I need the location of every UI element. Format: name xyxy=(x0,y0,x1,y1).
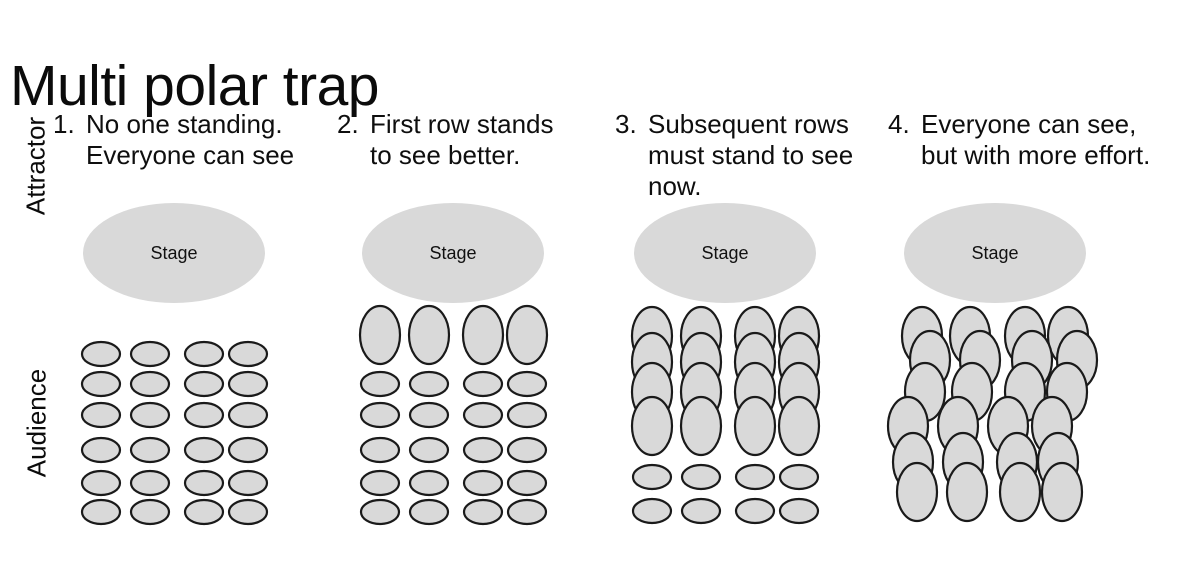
audience-member-sit-ellipse xyxy=(80,401,122,429)
audience-member-sit-ellipse xyxy=(129,370,171,398)
audience-member-sit-ellipse xyxy=(129,401,171,429)
audience-member-sit-ellipse xyxy=(408,436,450,464)
audience-member-sit-ellipse xyxy=(408,401,450,429)
audience-member-stand-ellipse xyxy=(1040,461,1084,523)
audience-member-sit-ellipse xyxy=(227,436,269,464)
audience-member-sit-ellipse xyxy=(359,498,401,526)
audience-member-sit-ellipse xyxy=(778,497,820,525)
audience-member-stand-ellipse xyxy=(461,304,505,366)
stage-label: Stage xyxy=(701,243,748,263)
caption-line: Subsequent rows xyxy=(648,109,849,139)
audience-member-sit-ellipse xyxy=(734,463,776,491)
stage-label: Stage xyxy=(429,243,476,263)
audience-member-sit-ellipse xyxy=(183,401,225,429)
panel-3-figure: Stage xyxy=(630,203,821,525)
audience-member-stand-ellipse xyxy=(505,304,549,366)
audience-member-sit-ellipse xyxy=(129,340,171,368)
caption-line: First row stands xyxy=(370,109,554,139)
panel-1-figure: Stage xyxy=(80,203,269,526)
diagram-title: Multi polar trap xyxy=(10,54,380,119)
audience-member-stand-ellipse xyxy=(358,304,402,366)
audience-member-sit-ellipse xyxy=(359,469,401,497)
stage-ellipse xyxy=(904,203,1086,303)
audience-member-sit-ellipse xyxy=(227,401,269,429)
panel-1-caption: 1. No one standing.Everyone can see xyxy=(53,109,294,171)
panel-4-caption: 4. Everyone can see,but with more effort. xyxy=(888,109,1150,171)
audience-member-sit-ellipse xyxy=(359,370,401,398)
audience-member-sit-ellipse xyxy=(506,498,548,526)
audience-member-sit-ellipse xyxy=(408,469,450,497)
audience-member-sit-ellipse xyxy=(227,498,269,526)
caption-line: Everyone can see, xyxy=(921,109,1137,139)
audience-member-sit-ellipse xyxy=(680,463,722,491)
audience-member-stand-ellipse xyxy=(407,304,451,366)
audience-member-stand-ellipse xyxy=(733,395,777,457)
audience-member-sit-ellipse xyxy=(408,370,450,398)
audience-member-sit-ellipse xyxy=(227,370,269,398)
audience-member-stand-ellipse xyxy=(630,395,674,457)
audience-member-sit-ellipse xyxy=(183,340,225,368)
stage-ellipse xyxy=(83,203,265,303)
caption-line: but with more effort. xyxy=(921,140,1151,170)
audience-member-sit-ellipse xyxy=(506,370,548,398)
caption-line: must stand to see xyxy=(648,140,854,170)
panel-2-figure: Stage xyxy=(358,203,549,526)
audience-member-sit-ellipse xyxy=(359,401,401,429)
audience-member-sit-ellipse xyxy=(183,498,225,526)
audience-member-sit-ellipse xyxy=(631,463,673,491)
audience-member-sit-ellipse xyxy=(680,497,722,525)
audience-member-sit-ellipse xyxy=(462,436,504,464)
panel-4-figure: Stage xyxy=(886,203,1099,523)
panel-4-caption-text: Everyone can see,but with more effort. xyxy=(921,109,1150,171)
panel-1-caption-text: No one standing.Everyone can see xyxy=(86,109,294,171)
audience-member-stand-ellipse xyxy=(895,461,939,523)
audience-member-sit-ellipse xyxy=(462,401,504,429)
audience-member-sit-ellipse xyxy=(462,498,504,526)
panel-1-number: 1. xyxy=(53,109,75,139)
audience-member-sit-ellipse xyxy=(80,469,122,497)
audience-member-sit-ellipse xyxy=(129,498,171,526)
caption-line: Everyone can see xyxy=(86,140,295,170)
audience-member-sit-ellipse xyxy=(227,469,269,497)
stage-ellipse xyxy=(634,203,816,303)
audience-member-sit-ellipse xyxy=(183,370,225,398)
audience-member-sit-ellipse xyxy=(227,340,269,368)
caption-line: No one standing. xyxy=(86,109,283,139)
audience-member-sit-ellipse xyxy=(506,469,548,497)
audience-member-sit-ellipse xyxy=(462,370,504,398)
audience-member-sit-ellipse xyxy=(129,469,171,497)
audience-member-stand-ellipse xyxy=(777,395,821,457)
panel-4-number: 4. xyxy=(888,109,910,139)
audience-member-sit-ellipse xyxy=(462,469,504,497)
audience-member-sit-ellipse xyxy=(80,436,122,464)
stage-label: Stage xyxy=(150,243,197,263)
audience-member-sit-ellipse xyxy=(80,498,122,526)
audience-member-stand-ellipse xyxy=(998,461,1042,523)
audience-member-stand-ellipse xyxy=(679,395,723,457)
audience-member-sit-ellipse xyxy=(80,340,122,368)
audience-member-stand-ellipse xyxy=(945,461,989,523)
audience-member-sit-ellipse xyxy=(506,436,548,464)
audience-member-sit-ellipse xyxy=(359,436,401,464)
audience-member-sit-ellipse xyxy=(631,497,673,525)
audience-member-sit-ellipse xyxy=(778,463,820,491)
caption-line: to see better. xyxy=(370,140,521,170)
panel-2-number: 2. xyxy=(337,109,359,139)
audience-member-sit-ellipse xyxy=(506,401,548,429)
stage-label: Stage xyxy=(971,243,1018,263)
audience-member-sit-ellipse xyxy=(734,497,776,525)
audience-member-sit-ellipse xyxy=(408,498,450,526)
panel-3-number: 3. xyxy=(615,109,637,139)
audience-member-sit-ellipse xyxy=(80,370,122,398)
audience-member-sit-ellipse xyxy=(129,436,171,464)
audience-member-sit-ellipse xyxy=(183,469,225,497)
audience-member-sit-ellipse xyxy=(183,436,225,464)
caption-line: now. xyxy=(648,171,702,201)
stage-ellipse xyxy=(362,203,544,303)
